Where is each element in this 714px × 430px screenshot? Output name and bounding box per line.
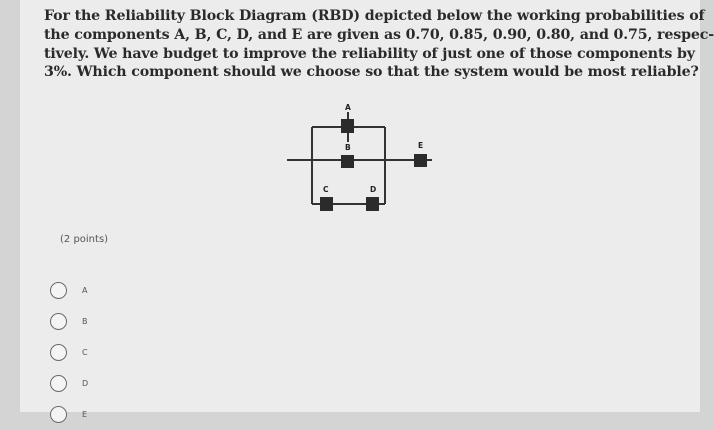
radio-button[interactable] [50,344,67,361]
question-page [20,0,700,412]
points-label: (2 points) [60,234,109,245]
question-line: tively. We have budget to improve the re… [44,45,695,62]
option-label: C [82,348,88,357]
reliability-block-diagram: A B C D E [287,103,432,211]
question-line: 3%. Which component should we choose so … [44,64,699,81]
component-label-e: E [418,141,423,150]
question-text: For the Reliability Block Diagram (RBD) … [44,7,714,82]
component-label-a: A [345,103,351,112]
question-line: the components A, B, C, D, and E are giv… [44,26,714,43]
radio-button[interactable] [50,282,67,299]
component-c-block [320,197,333,211]
option-a[interactable]: A [50,275,88,306]
component-e-block [414,154,427,167]
option-label: D [82,379,89,388]
component-a-block [341,119,354,133]
component-d-block [366,197,379,211]
radio-button[interactable] [50,313,67,330]
option-label: E [82,410,88,419]
option-label: A [82,286,88,295]
question-line: For the Reliability Block Diagram (RBD) … [44,8,705,24]
rbd-wires [287,112,432,205]
radio-button[interactable] [50,375,67,392]
option-d[interactable]: D [50,368,88,399]
component-label-b: B [345,143,351,152]
answer-options: A B C D E [50,275,88,430]
component-label-d: D [370,185,376,194]
radio-button[interactable] [50,406,67,423]
option-e[interactable]: E [50,399,88,430]
option-label: B [82,317,88,326]
component-b-block [341,155,354,168]
option-c[interactable]: C [50,337,88,368]
component-label-c: C [323,185,329,194]
option-b[interactable]: B [50,306,88,337]
